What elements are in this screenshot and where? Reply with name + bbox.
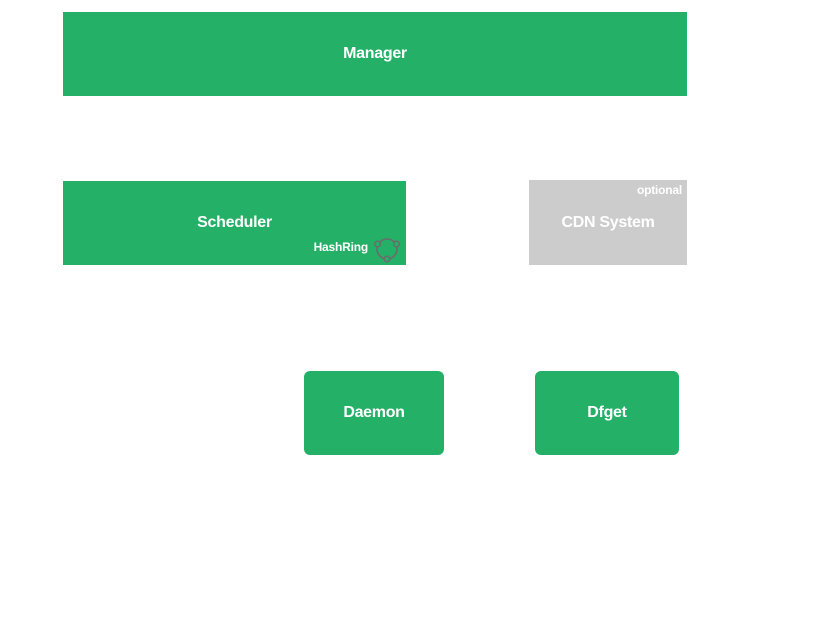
- hashring-label: HashRing: [313, 240, 369, 254]
- hashring-icon: [374, 238, 401, 263]
- daemon-node: Daemon: [304, 371, 444, 455]
- scheduler-node: Scheduler HashRing: [63, 181, 406, 265]
- daemon-label: Daemon: [343, 404, 405, 421]
- manager-label: Manager: [343, 45, 407, 62]
- scheduler-label: Scheduler: [197, 214, 272, 231]
- cdn-system-node: CDN System optional: [529, 180, 687, 265]
- optional-badge: optional: [636, 183, 682, 197]
- cdn-system-label: CDN System: [561, 213, 655, 231]
- dfget-node: Dfget: [535, 371, 679, 455]
- dfget-label: Dfget: [587, 404, 627, 421]
- manager-node: Manager: [63, 12, 687, 96]
